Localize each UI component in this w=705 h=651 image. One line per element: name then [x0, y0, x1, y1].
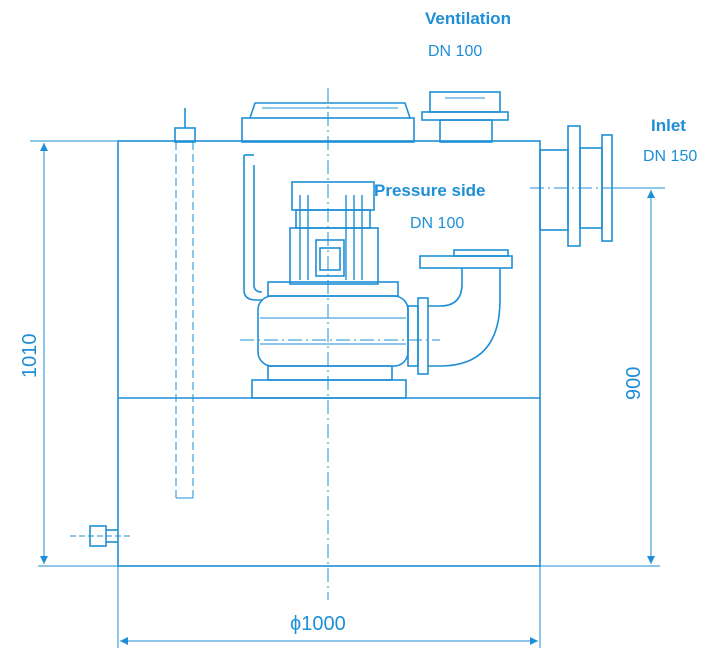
ventilation-title: Ventilation [425, 9, 511, 28]
ventilation-dn: DN 100 [428, 43, 482, 60]
dim-900 [612, 187, 665, 564]
pressure-dn: DN 100 [410, 215, 464, 232]
dim-1010 [30, 140, 118, 564]
dim-diameter-label: ϕ1000 [290, 613, 346, 635]
inlet-title: Inlet [651, 116, 686, 135]
level-probe [174, 108, 196, 499]
ventilation-pipe [421, 91, 509, 143]
drain-fitting [70, 525, 130, 547]
dim-diameter [117, 566, 541, 648]
dim-1010-label: 1010 [19, 334, 41, 379]
pump-assembly [240, 154, 440, 399]
inlet-dn: DN 150 [643, 148, 697, 165]
inlet-flange [530, 125, 625, 247]
dim-900-label: 900 [623, 367, 645, 400]
pressure-title: Pressure side [374, 181, 486, 200]
motor-cover [241, 102, 415, 143]
pressure-elbow [407, 249, 513, 375]
tank-body [38, 140, 660, 567]
